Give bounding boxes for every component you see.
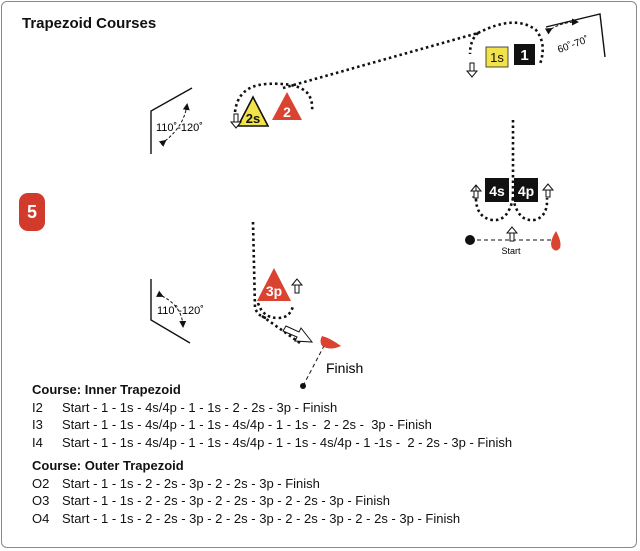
course-row: I3 Start - 1 - 1s - 4s/4p - 1 - 1s - 4s/4… — [32, 416, 512, 434]
rounding-mark-1s — [468, 32, 479, 55]
finish-label: Finish — [326, 360, 363, 376]
start-pin-end — [465, 235, 475, 245]
course-code: I2 — [32, 399, 43, 415]
arrow-down-1s — [465, 70, 479, 78]
finish-committee-boat — [320, 336, 341, 349]
start-committee-boat — [551, 231, 561, 251]
arrow-stem-gate-4p — [545, 189, 551, 198]
course-row: O3 Start - 1 - 1s - 2 - 2s - 3p - 2 - 2s … — [32, 492, 460, 510]
course-line-2-to-1 — [282, 31, 479, 90]
course-code: O4 — [32, 510, 50, 526]
mark-4s — [485, 178, 509, 202]
course-code: O2 — [32, 475, 50, 491]
arrow-stem-1s — [469, 62, 475, 72]
arrow-to-finish — [282, 325, 314, 343]
mark-1-label: 1 — [520, 47, 528, 64]
course-row: I2 Start - 1 - 1s - 4s/4p - 1 - 1s - 2 - … — [32, 399, 512, 417]
arrow-up-3p — [290, 278, 304, 286]
angle-arc-left-lower — [155, 290, 187, 328]
course-row: O4 Start - 1 - 1s - 2 - 2s - 3p - 2 - 2s … — [32, 510, 460, 528]
course-sequence: Start - 1 - 1s - 4s/4p - 1 - 1s - 4s/4p … — [62, 417, 432, 432]
section-number: 5 — [26, 201, 37, 222]
course-sequence: Start - 1 - 1s - 2 - 2s - 3p - 2 - 2s - … — [62, 493, 390, 508]
diagram-title: Trapezoid Courses — [22, 15, 157, 32]
course-row: O2 Start - 1 - 1s - 2 - 2s - 3p - 2 - 2s … — [32, 475, 460, 493]
arrow-up-start — [505, 226, 519, 234]
course-sequence: Start - 1 - 1s - 4s/4p - 1 - 1s - 4s/4p … — [62, 434, 513, 450]
outer-trapezoid-heading: Course: Outer Trapezoid — [32, 458, 184, 473]
finish-line — [302, 343, 326, 387]
finish-pin-end — [300, 383, 306, 389]
angle-bracket-top-right — [545, 13, 606, 58]
mark-2 — [272, 92, 302, 120]
course-sequence: Start - 1 - 1s - 4s/4p - 1 - 1s - 2 - 2s… — [62, 399, 338, 415]
rounding-gate-4s — [474, 197, 515, 222]
arrow-stem-start — [509, 232, 515, 242]
mark-4p — [514, 178, 538, 202]
mark-2s-label: 2s — [246, 111, 260, 126]
angle-label-left-upper: 110˚-120˚ — [156, 122, 203, 134]
arrow-stem-gate-4s — [473, 190, 479, 199]
arrow-up-gate-4p — [541, 183, 555, 191]
mark-1 — [514, 44, 535, 65]
mark-1s-label: 1s — [490, 50, 504, 65]
course-code: O3 — [32, 493, 50, 508]
mark-2-label: 2 — [283, 104, 291, 120]
course-row: I4 Start - 1 - 1s - 4s/4p - 1 - 1s - 4s/4… — [32, 434, 512, 452]
inner-trapezoid-heading: Course: Inner Trapezoid — [32, 382, 181, 397]
section-number-badge: 5 — [19, 193, 45, 231]
mark-4p-label: 4p — [518, 183, 534, 199]
angle-arc-left-upper — [158, 103, 190, 147]
rounding-mark-2 — [233, 82, 314, 113]
course-code: I3 — [32, 417, 43, 432]
course-sequence: Start - 1 - 1s - 2 - 2s - 3p - 2 - 2s - … — [62, 510, 461, 526]
mark-3p — [257, 268, 291, 301]
mark-2s — [236, 95, 270, 127]
course-sequence: Start - 1 - 1s - 2 - 2s - 3p - 2 - 2s - … — [62, 475, 320, 491]
angle-label-top-right: 60˚-70˚ — [556, 34, 590, 56]
course-code: I4 — [32, 434, 43, 450]
mark-4s-label: 4s — [489, 183, 505, 199]
angle-label-left-lower: 110˚-120˚ — [157, 305, 204, 317]
rounding-mark-1 — [477, 21, 545, 65]
angle-bracket-left-lower — [150, 279, 191, 344]
course-line-to-3p — [251, 221, 267, 320]
mark-3p-label: 3p — [266, 283, 282, 299]
start-label: Start — [501, 246, 521, 256]
rounding-gate-4p — [511, 197, 549, 222]
mark-1s — [485, 46, 509, 68]
arrow-stem-2s — [233, 113, 239, 123]
angle-bracket-left-upper — [150, 87, 193, 154]
course-line-to-finish — [261, 314, 301, 345]
angle-arc-top-right — [544, 18, 579, 35]
arrow-stem-3p — [294, 284, 300, 294]
